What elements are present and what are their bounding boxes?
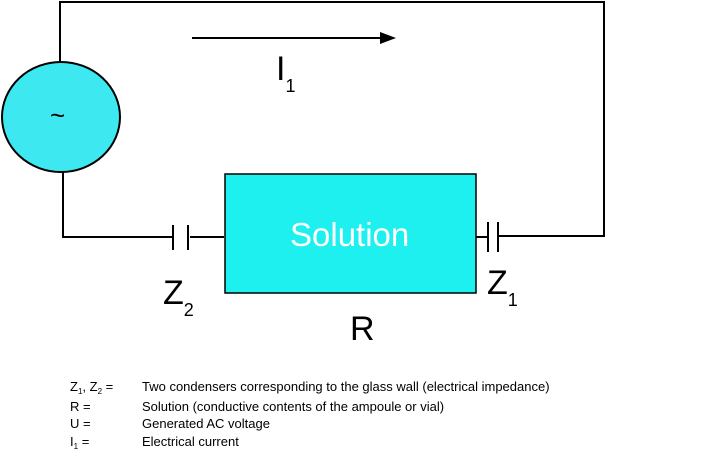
legend-row-u: U = Generated AC voltage: [70, 415, 550, 433]
z1-label: Z1: [487, 264, 518, 309]
current-label-main: I: [276, 50, 286, 88]
z1-label-main: Z: [487, 264, 508, 302]
z1-capacitor: [487, 222, 499, 252]
z1-label-sub: 1: [507, 290, 518, 310]
legend-key-sub: 2: [97, 387, 103, 396]
ac-source: [1, 61, 121, 173]
legend-row-z: Z1, Z2 = Two condensers corresponding to…: [70, 378, 550, 398]
z2-label-main: Z: [163, 274, 184, 312]
z2-label-sub: 2: [183, 300, 194, 320]
legend-key: Z1, Z2 =: [70, 378, 142, 398]
current-label-sub: 1: [285, 76, 296, 96]
top-wire: [59, 1, 605, 237]
current-label: I1: [276, 50, 295, 95]
solution-box: [224, 173, 477, 294]
legend: Z1, Z2 = Two condensers corresponding to…: [70, 378, 550, 452]
bottom-left-wire: [62, 168, 172, 238]
legend-key-part: Z: [70, 379, 78, 394]
legend-desc: Two condensers corresponding to the glas…: [142, 379, 550, 394]
legend-key: R =: [70, 398, 91, 414]
legend-key: U =: [70, 416, 91, 431]
legend-desc: Generated AC voltage: [142, 416, 270, 431]
solution-label: Solution: [290, 216, 410, 253]
current-arrowhead: [380, 32, 396, 44]
legend-key-sub: 1: [73, 441, 79, 451]
r-label: R: [350, 310, 375, 348]
legend-key-part: =: [78, 433, 90, 449]
legend-key-part: , Z: [82, 379, 98, 394]
legend-key-part: I: [70, 433, 74, 449]
legend-key-part: =: [102, 379, 114, 394]
legend-row-i: I1 = Electrical current: [70, 433, 550, 452]
wires: [59, 1, 605, 238]
legend-key-sub: 1: [77, 387, 83, 396]
ac-source-symbol: ~: [50, 100, 66, 130]
legend-key: I1 =: [70, 433, 142, 452]
z2-capacitor: [172, 225, 189, 250]
legend-desc: Solution (conductive contents of the amp…: [142, 398, 445, 414]
legend-desc: Electrical current: [142, 433, 239, 449]
legend-row-r: R = Solution (conductive contents of the…: [70, 398, 550, 416]
z2-label: Z2: [163, 274, 194, 319]
